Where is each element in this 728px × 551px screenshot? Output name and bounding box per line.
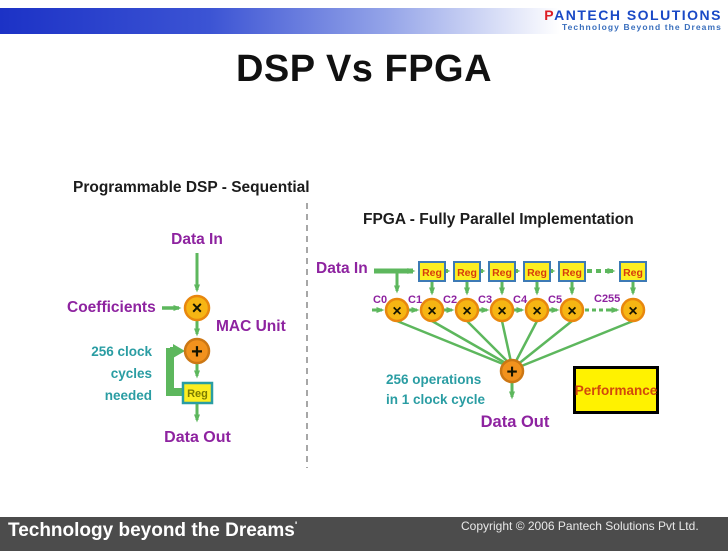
footer-tagline-text: Technology beyond the Dreams — [8, 520, 295, 541]
dsp-multiplier: × — [183, 294, 211, 322]
dsp-reg-box: Reg — [181, 381, 214, 405]
fpga-coeff-label-c5: C5 — [548, 294, 563, 306]
footer-tagline-mark: ' — [294, 520, 298, 532]
dsp-clock-note-line: needed — [104, 388, 152, 403]
dsp-data-out-label: Data Out — [164, 429, 231, 446]
pantech-logo: PANTECH SOLUTIONS Technology Beyond the … — [544, 7, 722, 33]
footer-bar — [0, 517, 728, 551]
multiply-icon: × — [192, 298, 203, 318]
fpga-coeff-label-c4: C4 — [513, 294, 528, 306]
fpga-ops-note-line: 256 operations — [386, 372, 482, 387]
multiply-icon: × — [567, 303, 576, 320]
logo-brand-initial: P — [544, 7, 555, 23]
dsp-heading: Programmable DSP - Sequential — [73, 179, 310, 196]
footer-tagline: Technology beyond the Dreams' — [8, 520, 297, 542]
fpga-reg-boxes: Reg Reg Reg Reg Reg Reg — [418, 261, 647, 282]
fpga-heading: FPGA - Fully Parallel Implementation — [363, 211, 634, 228]
dsp-clock-note: 256 clock cycles needed — [78, 341, 152, 407]
fpga-coeff-label-c1: C1 — [408, 294, 423, 306]
fpga-ops-note: 256 operations in 1 clock cycle — [386, 370, 485, 409]
fpga-data-in-line — [374, 268, 416, 294]
fpga-data-in-label: Data In — [316, 260, 368, 277]
fpga-reg-label: Reg — [623, 267, 643, 279]
logo-subtitle: Technology Beyond the Dreams — [561, 22, 722, 33]
fpga-data-out-label: Data Out — [480, 413, 550, 431]
multiply-icon: × — [497, 303, 506, 320]
performance-label: Performance — [574, 382, 658, 398]
dsp-clock-note-line: 256 clock — [91, 344, 152, 359]
multiply-icon: × — [532, 303, 541, 320]
dsp-adder: + — [183, 337, 211, 365]
dsp-flow-lines — [162, 253, 200, 423]
dsp-data-in-label: Data In — [171, 231, 223, 248]
fpga-coeff-label-c0: C0 — [373, 294, 388, 306]
multiply-icon: × — [427, 303, 436, 320]
fpga-coeff-label-c255: C255 — [594, 293, 621, 305]
footer-copyright: Copyright © 2006 Pantech Solutions Pvt L… — [461, 519, 699, 533]
fpga-reg-label: Reg — [562, 267, 582, 279]
dsp-mac-unit-label: MAC Unit — [216, 318, 286, 335]
logo-brand-rest: ANTECH SOLUTIONS — [554, 7, 722, 23]
dsp-feedback-loop — [166, 344, 185, 396]
top-gradient-bar — [0, 8, 700, 34]
fpga-reg-label: Reg — [457, 267, 477, 279]
add-icon: + — [506, 362, 517, 383]
fpga-converge-lines — [396, 319, 634, 400]
fpga-reg-label: Reg — [422, 267, 442, 279]
fpga-coeff-label-c3: C3 — [478, 294, 493, 306]
fpga-multipliers: × × × × × × × — [384, 297, 646, 323]
dsp-reg-label: Reg — [187, 388, 208, 400]
multiply-icon: × — [462, 303, 471, 320]
fpga-ops-note-line: in 1 clock cycle — [386, 391, 486, 407]
add-icon: + — [191, 341, 203, 363]
performance-box: Performance — [573, 366, 659, 414]
logo-brand: PANTECH SOLUTIONS — [544, 7, 722, 23]
dsp-clock-note-line: cycles — [110, 366, 152, 381]
slide-title: DSP Vs FPGA — [235, 48, 493, 90]
dsp-coefficients-label: Coefficients — [67, 299, 156, 316]
multiply-icon: × — [392, 303, 401, 320]
multiply-icon: × — [628, 303, 637, 320]
fpga-adder: + — [499, 358, 525, 384]
fpga-reg-down-arrows — [429, 281, 636, 296]
fpga-reg-label: Reg — [492, 267, 512, 279]
fpga-coeff-label-c2: C2 — [443, 294, 458, 306]
fpga-reg-label: Reg — [527, 267, 547, 279]
